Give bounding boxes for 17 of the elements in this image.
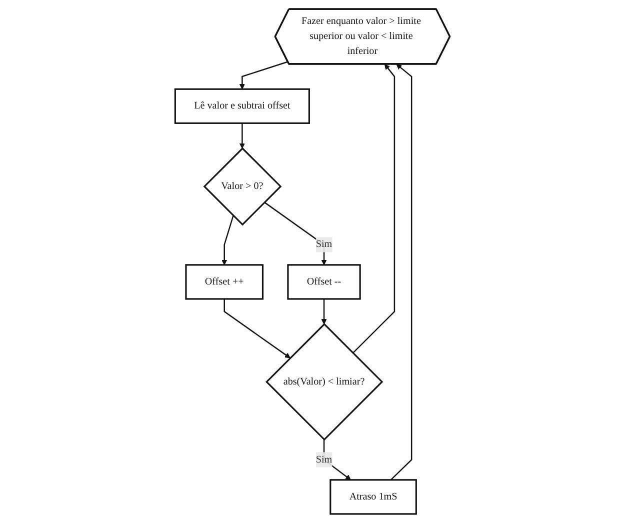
arrow [239,123,245,149]
arrow [321,298,327,324]
node-box: Offset ++ [185,264,264,300]
node-box: Lê valor e subtrai offset [174,88,310,124]
arrow [224,298,290,358]
edge-label: Sim [316,239,332,250]
arrow [239,61,288,90]
node-diamond: abs(Valor) < limiar? [266,323,384,441]
arrow [390,64,412,480]
arrow [352,64,396,354]
node-box: Offset -- [287,264,361,300]
arrow [222,215,234,266]
arrow [323,440,351,480]
node-diamond: Valor > 0? [203,147,282,226]
arrow [264,202,327,266]
edge-label: Sim [316,454,332,465]
node-box: Atraso 1mS [330,479,417,515]
